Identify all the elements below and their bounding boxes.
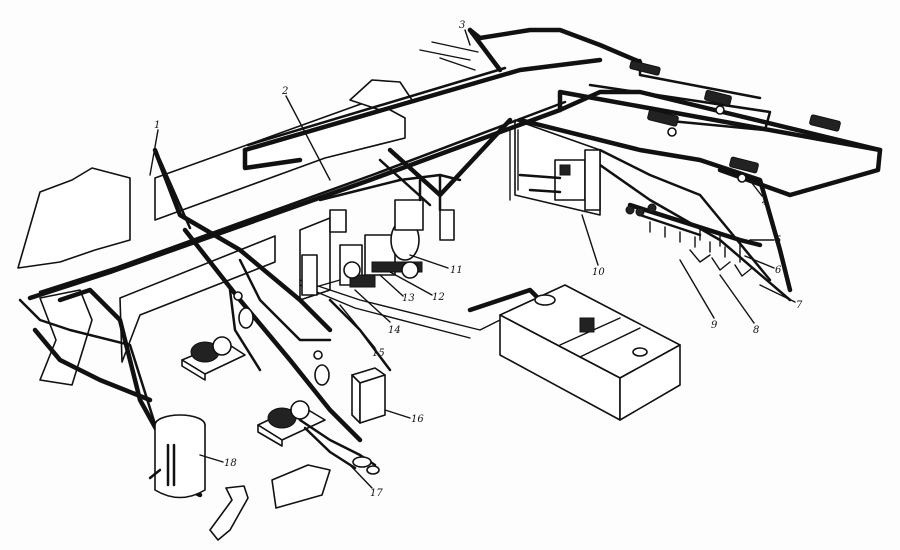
pump-motors bbox=[181, 336, 380, 475]
wall-panels bbox=[17, 79, 601, 541]
callout-17: 17 bbox=[370, 488, 383, 499]
wall-panel-lower-left bbox=[119, 235, 276, 363]
wall-panel-far-left bbox=[39, 289, 93, 386]
central-assembly bbox=[301, 173, 462, 296]
callout-4: 4 bbox=[761, 197, 768, 208]
wall-panel-left bbox=[17, 167, 131, 269]
callout-5: 5 bbox=[775, 235, 781, 246]
valve-clusters bbox=[629, 60, 841, 183]
main-pipe-runs bbox=[18, 27, 883, 498]
floor-plate-zigzag bbox=[209, 485, 249, 541]
callout-13: 13 bbox=[402, 293, 415, 304]
callout-10: 10 bbox=[592, 267, 605, 278]
floor-plate-small bbox=[271, 464, 331, 509]
wall-panel-top bbox=[349, 79, 413, 111]
storage-tank bbox=[499, 284, 681, 421]
callout-16: 16 bbox=[411, 414, 424, 425]
callout-8: 8 bbox=[753, 325, 759, 336]
vessel-18 bbox=[148, 414, 206, 499]
callout-11: 11 bbox=[450, 265, 463, 276]
leader-lines bbox=[149, 29, 796, 489]
small-receivers bbox=[233, 291, 330, 386]
callout-labels: 1 2 3 4 5 6 7 8 9 10 11 12 13 14 15 16 1… bbox=[154, 20, 803, 499]
callout-3: 3 bbox=[459, 20, 465, 31]
callout-15: 15 bbox=[372, 348, 385, 359]
callout-6: 6 bbox=[775, 265, 782, 276]
control-unit bbox=[509, 129, 601, 211]
callout-12: 12 bbox=[432, 292, 445, 303]
panel-16 bbox=[351, 367, 386, 424]
callout-9: 9 bbox=[711, 320, 718, 331]
wall-panel-center-left bbox=[154, 99, 406, 221]
callout-18: 18 bbox=[224, 458, 237, 469]
callout-14: 14 bbox=[388, 325, 401, 336]
callout-2: 2 bbox=[281, 86, 288, 97]
callout-1: 1 bbox=[154, 120, 160, 131]
distribution-manifolds bbox=[625, 202, 763, 277]
callout-7: 7 bbox=[796, 300, 803, 311]
